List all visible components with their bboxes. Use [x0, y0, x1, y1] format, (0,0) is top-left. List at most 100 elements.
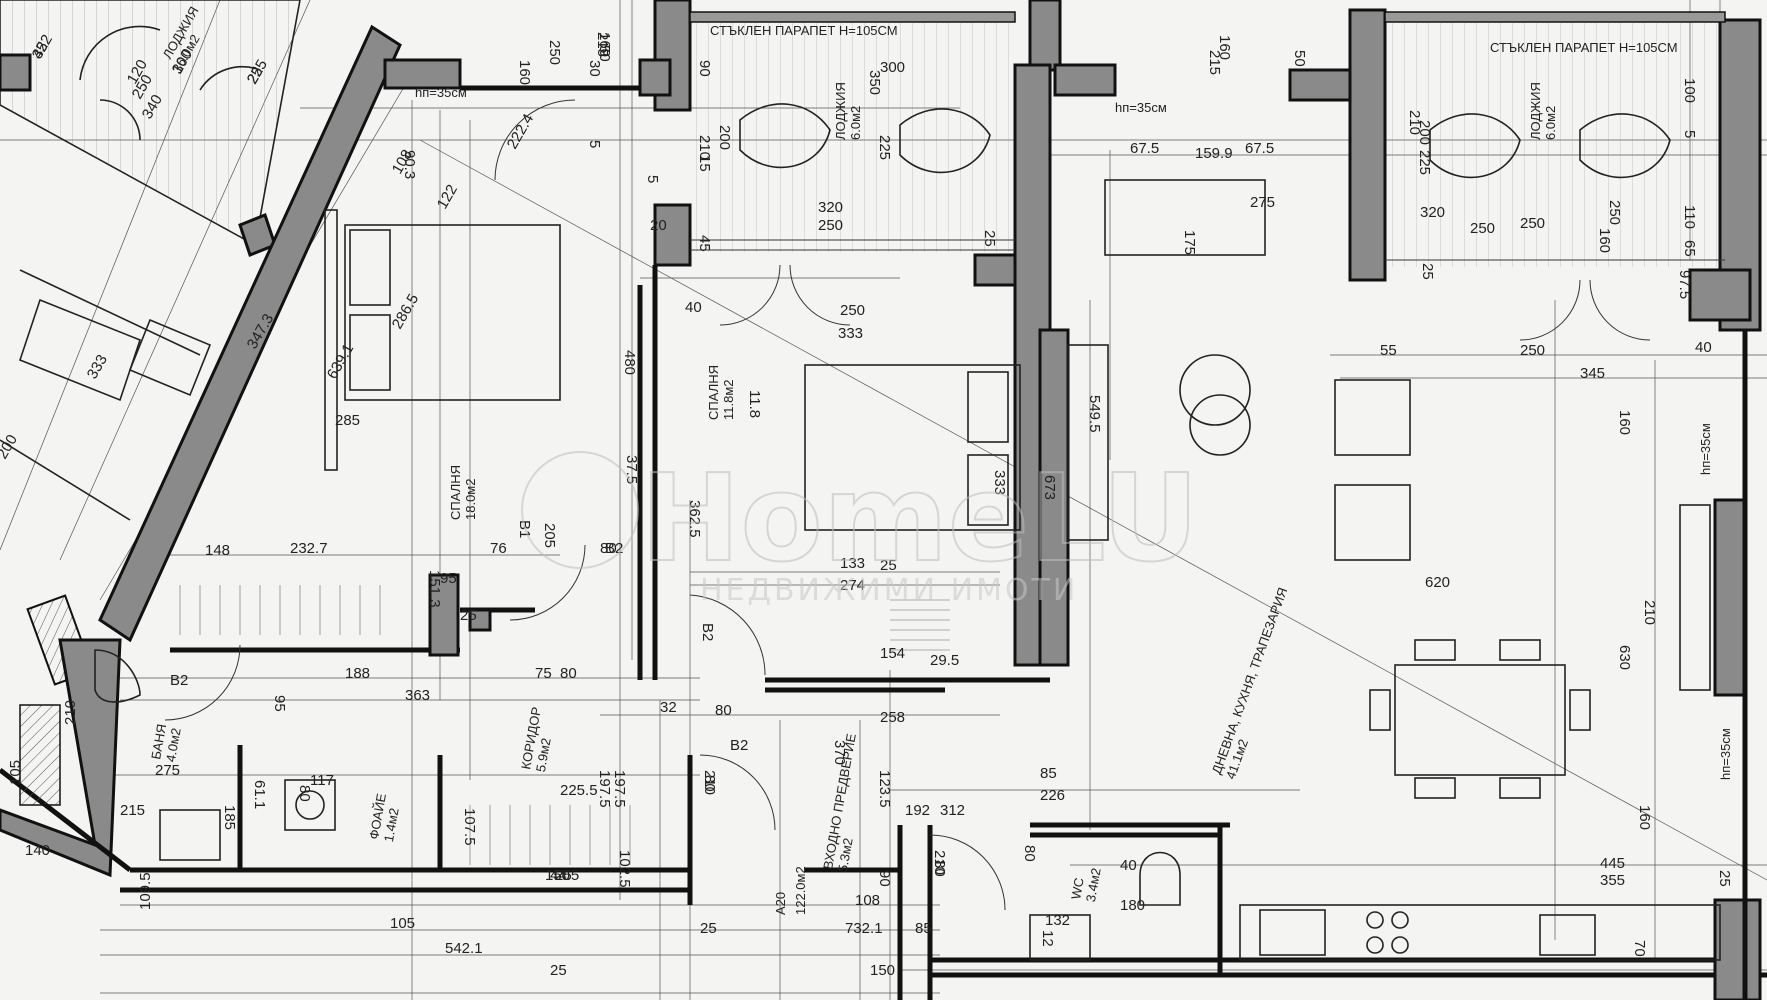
- room-area-entrance: 5.3м2: [835, 837, 856, 873]
- dimension-label: 25: [555, 867, 572, 884]
- dimension-label: 630: [1616, 645, 1633, 670]
- dimension-label: 275: [155, 762, 180, 779]
- height-note-4: hп=35см: [1718, 728, 1733, 780]
- dimension-label: 362.5: [686, 500, 703, 538]
- dimension-label: 40: [685, 299, 702, 316]
- dimension-label: B2: [699, 623, 716, 641]
- dimension-label: 25: [981, 230, 998, 247]
- dimension-label: 215: [120, 802, 145, 819]
- watermark-brand: HomeLU: [640, 450, 1199, 589]
- dimension-label: 123.5: [876, 770, 893, 808]
- apartment-id: A20: [773, 892, 788, 915]
- dimension-label: 320: [1420, 204, 1445, 221]
- dimension-label: 85: [1040, 765, 1057, 782]
- dimension-label: 90.3: [401, 150, 418, 179]
- dimension-label: 110: [1681, 205, 1698, 229]
- room-area-bath: 4.0м2: [163, 727, 184, 763]
- dimension-label: 15: [696, 155, 713, 172]
- dimension-label: 197.5: [596, 770, 613, 808]
- dimension-label: 205: [541, 523, 558, 548]
- dimension-label: 180: [1120, 897, 1145, 914]
- dimension-label: 32: [660, 699, 677, 716]
- dimension-label: 37.5: [623, 455, 640, 484]
- dimension-label: 67.5: [1245, 140, 1274, 157]
- dimension-label: 333: [991, 470, 1008, 495]
- dimension-label: 25: [700, 920, 717, 937]
- dimension-label: 175: [1181, 230, 1198, 255]
- dimension-label: 132: [1045, 912, 1070, 929]
- dimension-label: 30: [586, 60, 603, 77]
- dimension-label: 25: [880, 557, 897, 574]
- room-name-living: ДНЕВНА, КУХНЯ, ТРАПЕЗАРИЯ: [1209, 585, 1291, 776]
- dimension-label: 50: [596, 45, 613, 62]
- terrace-mid: СТЪКЛЕН ПАРАПЕТ Н=105СМ: [690, 22, 1015, 252]
- dimension-label: 95: [440, 570, 457, 587]
- dimension-label: 160: [1616, 410, 1633, 435]
- dimension-label: 76: [490, 540, 507, 557]
- room-area-foyer: 1.4м2: [381, 807, 402, 843]
- dimension-label: 639.1: [324, 341, 357, 382]
- dimension-label: 5: [1681, 130, 1698, 138]
- dimension-label: 85: [915, 920, 932, 937]
- dimension-label: 210: [62, 700, 79, 725]
- dimension-label: 80: [600, 540, 617, 557]
- dimension-label: 80: [296, 785, 313, 802]
- dimension-label: 333: [84, 352, 111, 382]
- dimension-label: 29.5: [930, 652, 959, 669]
- room-area-corridor: 5.9м2: [533, 737, 554, 773]
- dimension-label: 480: [621, 350, 638, 375]
- dimension-label: 80: [931, 860, 948, 877]
- dimension-label: 350: [866, 70, 883, 95]
- dimension-label: 445: [1600, 855, 1625, 872]
- dimension-label: 274: [840, 577, 865, 594]
- glazing-note-mid: СТЪКЛЕН ПАРАПЕТ Н=105СМ: [710, 23, 898, 38]
- dimension-label: 90: [876, 870, 893, 887]
- dimension-label: 55: [1380, 342, 1397, 359]
- room-area-bedroom-1: 18.0м2: [463, 479, 478, 520]
- dimension-label: 300: [880, 59, 905, 76]
- dimension-label: 12: [1039, 930, 1056, 947]
- dimension-label: 80: [701, 775, 718, 792]
- dimension-label: 188: [345, 665, 370, 682]
- dimension-label: 40: [1120, 857, 1137, 874]
- dimension-label: 333: [838, 325, 863, 342]
- dimension-label: 222.4: [504, 111, 537, 152]
- dimension-label: 215: [594, 32, 611, 57]
- dimension-label: 620: [1425, 574, 1450, 591]
- dimension-label: 185: [221, 805, 238, 830]
- room-name-bedroom-2: СПАЛНЯ: [706, 365, 721, 420]
- dimension-label: 159.9: [1195, 145, 1233, 162]
- dimension-label: 275: [1250, 194, 1275, 211]
- dimension-label: 215: [1206, 50, 1223, 75]
- dimension-label: 102.5: [616, 850, 633, 888]
- dimension-label: 5: [586, 140, 603, 148]
- dimension-label: 150: [545, 867, 570, 884]
- dimension-label: 250: [1470, 220, 1495, 237]
- dimension-label: 210: [701, 770, 718, 795]
- dimension-label: 210: [931, 850, 948, 875]
- furniture: [19, 179, 1721, 961]
- dimension-label: B2: [730, 737, 748, 754]
- dimension-label: 250: [840, 302, 865, 319]
- dimension-label: 549.5: [1086, 395, 1103, 433]
- dimension-label: 100: [1681, 78, 1698, 103]
- dimension-label: 285: [335, 412, 360, 429]
- dimension-label: 200: [0, 432, 21, 462]
- dimension-label: 40: [1695, 339, 1712, 356]
- dimension-label: 148: [205, 542, 230, 559]
- dimension-label: 25: [1419, 263, 1436, 280]
- dimension-label: 286.5: [389, 291, 422, 332]
- dimension-label: 50: [1291, 50, 1308, 67]
- dimension-label: B2: [170, 672, 188, 689]
- dimension-label: 250: [1606, 200, 1623, 225]
- height-note-3: hп=35см: [1698, 423, 1713, 475]
- dimension-label: 5: [644, 175, 661, 183]
- dimension-label: 133: [840, 555, 865, 572]
- dimension-label: 109.5: [137, 872, 154, 910]
- height-notes: hп=35см hп=35см hп=35см hп=35см: [415, 85, 1733, 780]
- dimension-label: 160: [1216, 35, 1233, 60]
- dimension-label: 225: [876, 135, 893, 160]
- dimension-label: 151.3: [426, 570, 443, 608]
